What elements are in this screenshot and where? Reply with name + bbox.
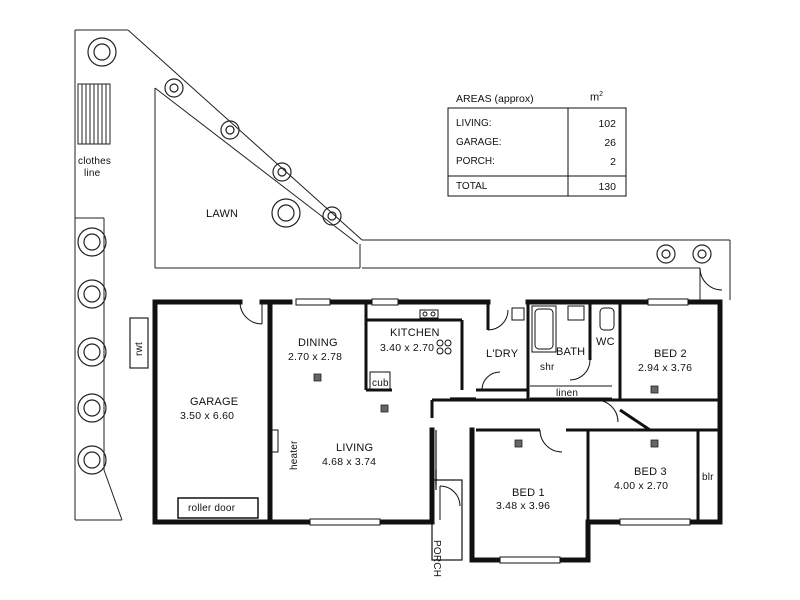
- garage-label: GARAGE: [190, 396, 239, 408]
- porch-label: PORCH: [431, 540, 442, 578]
- tree-icon: [656, 244, 676, 264]
- lawn-label: LAWN: [206, 208, 239, 220]
- heater-label: heater: [289, 440, 300, 470]
- living-dim: 4.68 x 3.74: [322, 456, 377, 468]
- porch-area: [431, 479, 463, 561]
- areas-heading: AREAS (approx): [456, 93, 534, 105]
- areas-unit: m2: [590, 91, 604, 104]
- doors: [239, 267, 723, 520]
- heater: [271, 429, 279, 453]
- tree-icon: [322, 206, 342, 226]
- blr-label: blr: [702, 472, 714, 483]
- dining-dim: 2.70 x 2.78: [288, 351, 343, 363]
- tree-icon: [77, 227, 107, 257]
- bed1-label: BED 1: [512, 487, 545, 499]
- cub-label: cub: [372, 378, 389, 389]
- kitchen-label: KITCHEN: [390, 327, 440, 339]
- areas-row-label: PORCH:: [456, 156, 495, 167]
- tree-icon: [271, 198, 301, 228]
- shower-label: shr: [540, 362, 555, 373]
- kitchen-dim: 3.40 x 2.70: [380, 342, 435, 354]
- tree-icon: [272, 162, 292, 182]
- dining-label: DINING: [298, 337, 338, 349]
- kitchen-fixtures: [369, 309, 452, 391]
- clothes-line-label: clothes: [78, 156, 112, 167]
- tree-icon: [220, 120, 240, 140]
- areas-row-value: 2: [610, 156, 616, 168]
- bed3-dim: 4.00 x 2.70: [614, 480, 669, 492]
- bed2-label: BED 2: [654, 348, 687, 360]
- roller-door-label: roller door: [188, 503, 236, 514]
- ceiling-vents: [313, 373, 659, 448]
- garage-dim: 3.50 x 6.60: [180, 410, 235, 422]
- roller-door: [177, 497, 259, 519]
- areas-total-label: TOTAL: [456, 181, 488, 192]
- bed1-dim: 3.48 x 3.96: [496, 500, 551, 512]
- areas-row-label: LIVING:: [456, 118, 492, 129]
- sliding-door: [431, 397, 476, 490]
- tree-icon: [77, 445, 107, 475]
- areas-total-value: 130: [598, 181, 616, 193]
- wc-label: WC: [596, 336, 615, 348]
- trees: [77, 37, 712, 475]
- areas-row-value: 102: [598, 118, 616, 130]
- tree-icon: [77, 279, 107, 309]
- laundry-label: L'DRY: [486, 348, 519, 360]
- tree-icon: [692, 244, 712, 264]
- rwt-tank: [129, 317, 149, 369]
- living-label: LIVING: [336, 442, 374, 454]
- areas-row-label: GARAGE:: [456, 137, 502, 148]
- bath-fixtures: [511, 305, 615, 399]
- bed2-dim: 2.94 x 3.76: [638, 362, 693, 374]
- clothes-line: [77, 83, 111, 145]
- areas-row-value: 26: [604, 137, 616, 149]
- areas-table: [447, 107, 627, 197]
- windows: [295, 298, 691, 564]
- rwt-label: rwt: [134, 342, 145, 356]
- tree-icon: [87, 37, 117, 67]
- bed3-label: BED 3: [634, 466, 667, 478]
- inner-walls: [364, 302, 720, 522]
- clothes-line-label-2: line: [84, 168, 101, 179]
- bath-label: BATH: [556, 346, 586, 358]
- linen-label: linen: [556, 388, 579, 399]
- site-boundary: [74, 29, 731, 521]
- tree-icon: [77, 393, 107, 423]
- tree-icon: [164, 78, 184, 98]
- tree-icon: [77, 337, 107, 367]
